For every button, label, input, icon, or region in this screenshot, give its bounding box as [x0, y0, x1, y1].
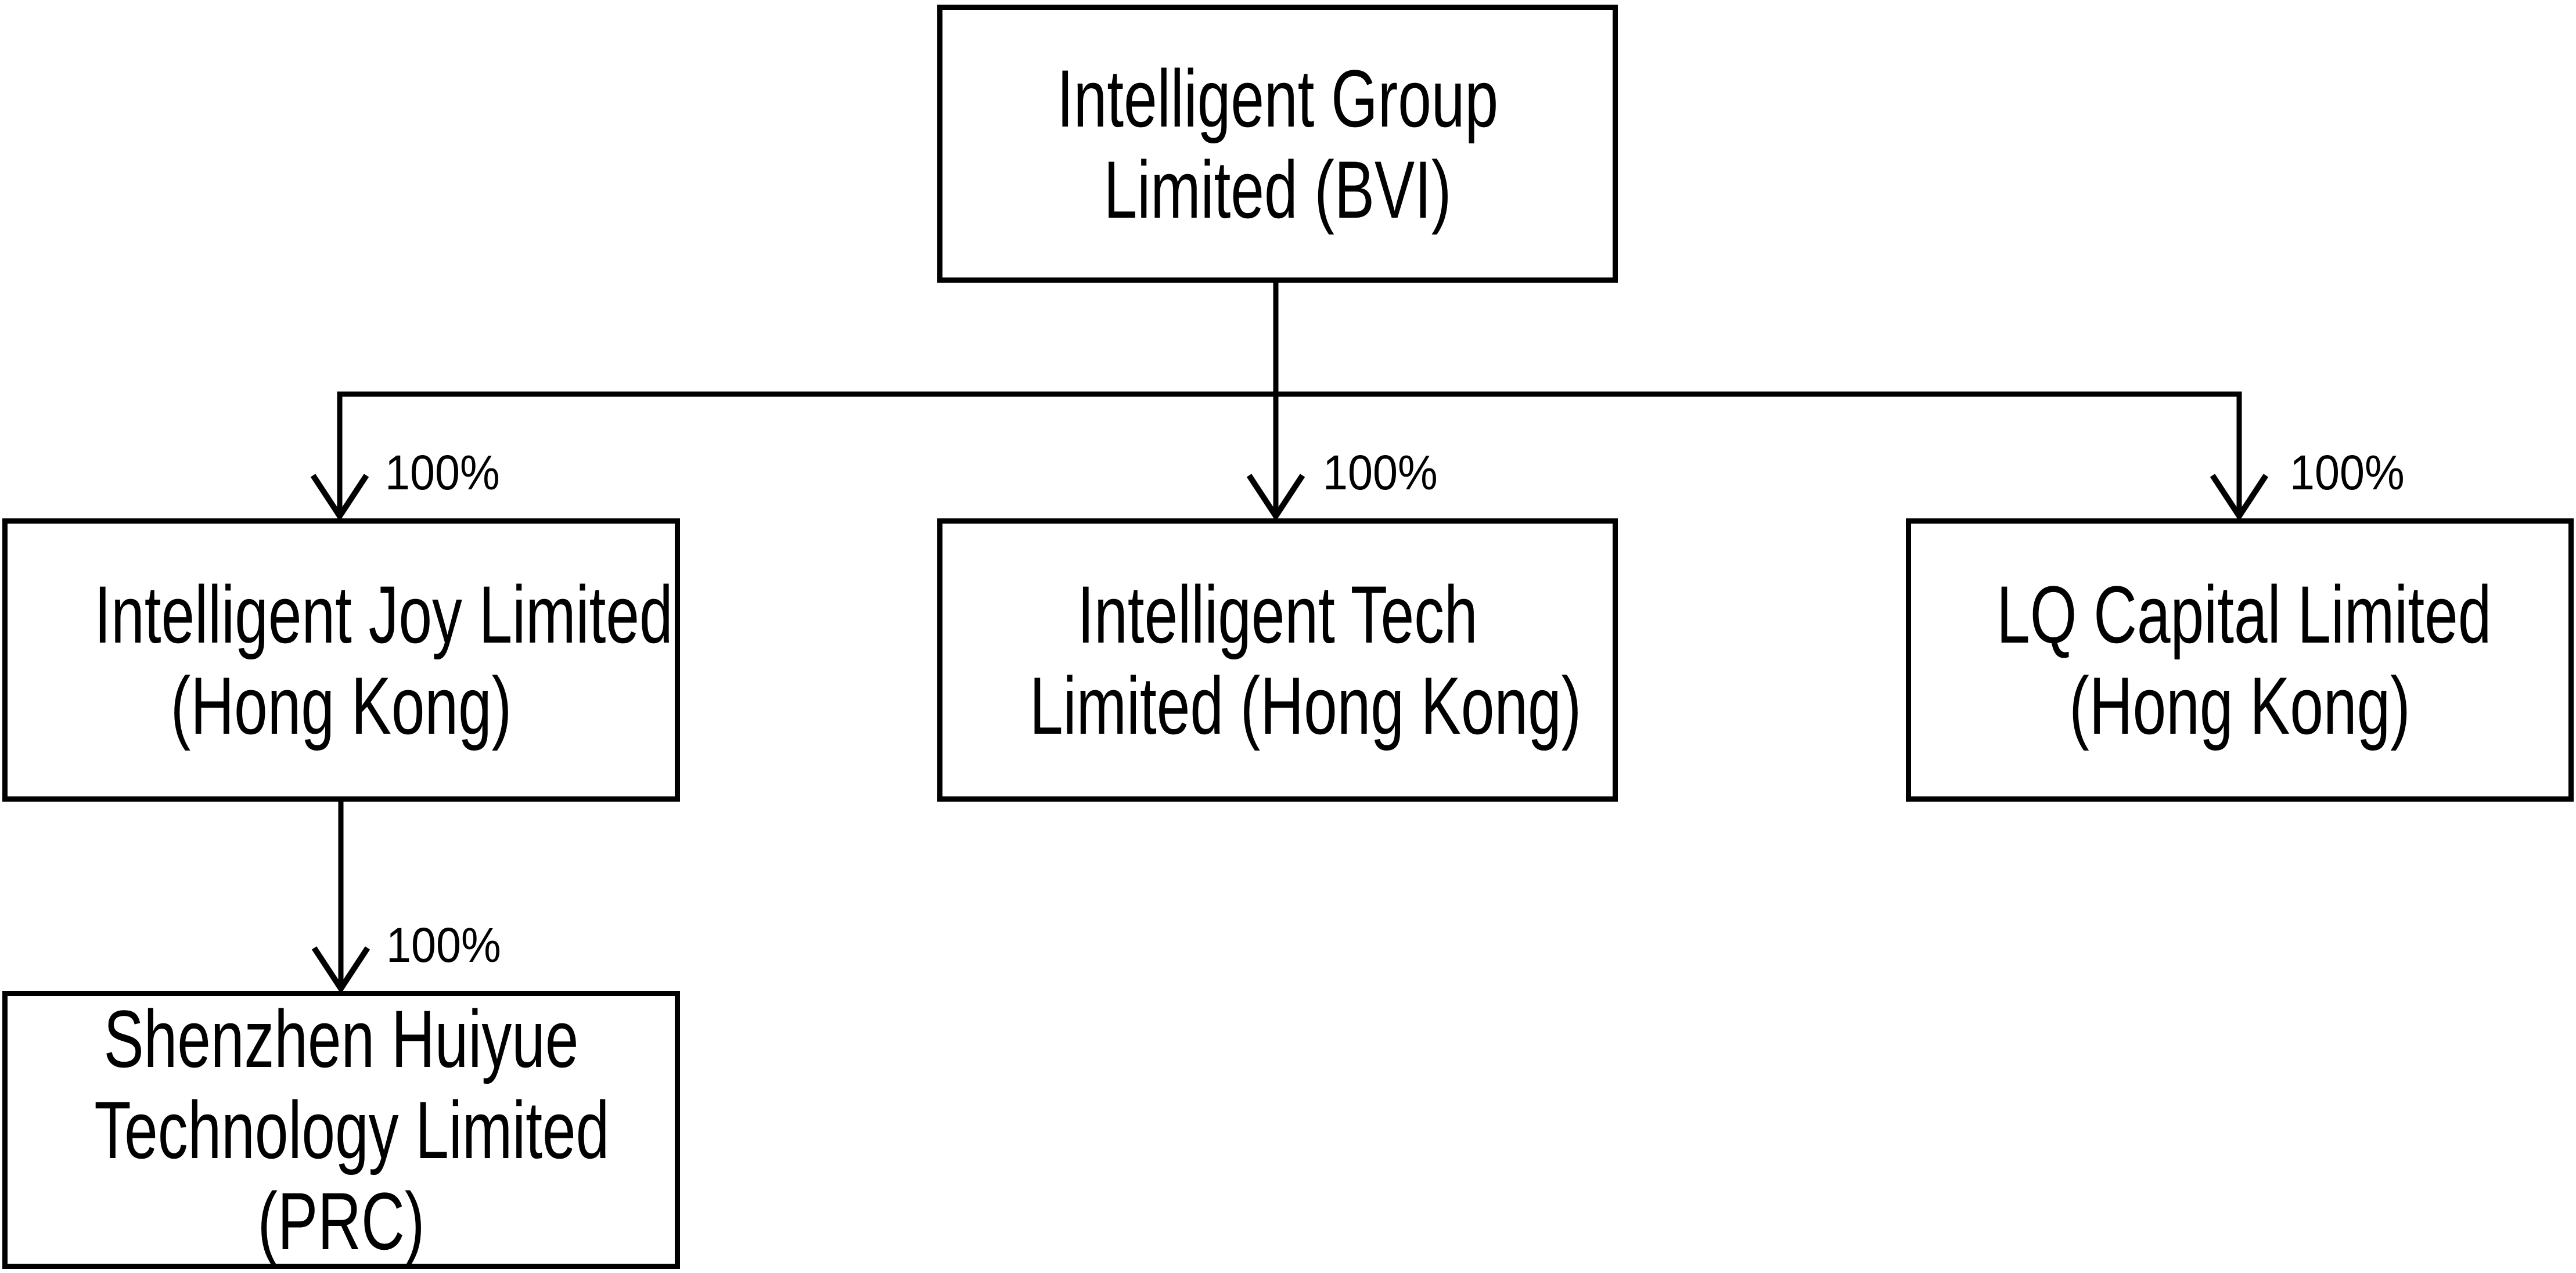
node-shenzhen-huiyue: Shenzhen Huiyue Technology Limited (PRC)	[2, 991, 680, 1269]
ownership-label-lq: 100%	[2290, 445, 2405, 500]
node-label-line: Technology Limited	[94, 1084, 610, 1175]
node-label-line: Intelligent Tech	[1077, 569, 1478, 660]
node-label-line: Intelligent Group	[1056, 52, 1499, 144]
node-lq-capital: LQ Capital Limited (Hong Kong)	[1906, 518, 2574, 802]
arrowhead-joy	[310, 474, 369, 522]
node-label-line: LQ Capital Limited	[1996, 569, 2492, 660]
node-intelligent-group-bvi: Intelligent Group Limited (BVI)	[937, 5, 1618, 283]
node-intelligent-tech: Intelligent Tech Limited (Hong Kong)	[937, 518, 1618, 802]
ownership-label-tech: 100%	[1323, 445, 1438, 500]
arrowhead-shenzhen	[311, 946, 370, 994]
arrowhead-tech	[1246, 474, 1305, 522]
node-intelligent-joy: Intelligent Joy Limited (Hong Kong)	[2, 518, 680, 802]
node-label-line: Shenzhen Huiyue	[103, 993, 579, 1084]
node-label-line: Intelligent Joy Limited	[94, 569, 673, 660]
node-label-line: (Hong Kong)	[2069, 660, 2410, 751]
ownership-label-shenzhen: 100%	[386, 918, 501, 972]
arrowhead-lq	[2210, 474, 2269, 522]
node-label-line: (PRC)	[257, 1175, 425, 1267]
node-label-line: Limited (BVI)	[1103, 143, 1452, 235]
node-label-line: Limited (Hong Kong)	[1030, 660, 1582, 751]
ownership-label-joy: 100%	[385, 445, 500, 500]
connector-tree-path	[337, 391, 2242, 515]
node-label-line: (Hong Kong)	[170, 660, 512, 751]
